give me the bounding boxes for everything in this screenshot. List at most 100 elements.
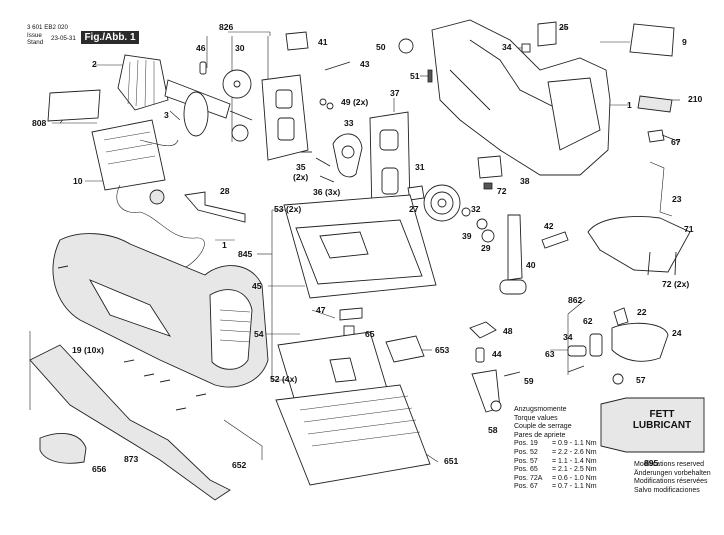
torque-value: = 2.2 - 2.6 Nm <box>552 448 597 456</box>
callout-656: 656 <box>92 464 107 474</box>
mod-line-en: Modifications reserved <box>634 461 705 468</box>
callout-36: 36 (3x) <box>313 187 340 197</box>
footplate-part <box>275 384 431 486</box>
callout-40: 40 <box>526 260 536 270</box>
callout-1-mid: 1 <box>222 240 227 250</box>
callout-23: 23 <box>672 194 682 204</box>
callout-labels: 826 46 30 41 25 9 50 34 2 43 51 210 49 (… <box>32 22 703 474</box>
callout-57: 57 <box>636 375 646 385</box>
mod-line-de: Änderungen vorbehalten <box>634 469 711 477</box>
callout-49: 49 (2x) <box>341 97 368 107</box>
torque-pos: Pos. 65 <box>514 466 538 474</box>
grease-tube-icon <box>600 397 705 453</box>
callout-41: 41 <box>318 37 328 47</box>
parts <box>29 19 705 501</box>
stand-label: Stand <box>27 39 44 46</box>
callout-30: 30 <box>235 43 245 53</box>
lubricant-label: FETT LUBRICANT <box>599 395 709 455</box>
screw-set-19 <box>57 265 207 411</box>
torque-value: = 0.7 - 1.1 Nm <box>552 483 597 491</box>
torque-value: = 0.9 - 1.1 Nm <box>552 440 597 448</box>
callout-9: 9 <box>682 37 687 47</box>
callout-653: 653 <box>435 345 450 355</box>
torque-row: Pos. 72A= 0.6 - 1.0 Nm <box>514 475 597 484</box>
armature-part <box>117 54 253 142</box>
callout-895-label: 895 <box>644 458 659 468</box>
callout-51: 51 <box>410 71 420 81</box>
callout-31: 31 <box>415 162 425 172</box>
lubricant-line2: LUBRICANT <box>632 420 692 431</box>
torque-heading-de: Anzugsmomente <box>514 406 567 413</box>
torque-row: Pos. 19 = 0.9 - 1.1 Nm <box>514 440 597 449</box>
callout-19: 19 (10x) <box>72 345 104 355</box>
callout-29: 29 <box>481 243 491 253</box>
callout-27: 27 <box>409 204 419 214</box>
callout-45: 45 <box>252 281 262 291</box>
callout-58: 58 <box>488 425 498 435</box>
callout-48: 48 <box>503 326 513 336</box>
callout-652: 652 <box>232 460 247 470</box>
callout-651: 651 <box>444 456 459 466</box>
callout-59: 59 <box>524 376 534 386</box>
callout-39: 39 <box>462 231 472 241</box>
handle-cover-part <box>29 344 231 501</box>
callout-2: 2 <box>92 59 97 69</box>
callout-25: 25 <box>559 22 569 32</box>
callout-873: 873 <box>124 454 139 464</box>
callout-53: 53 (2x) <box>274 204 301 214</box>
torque-heading-fr: Couple de serrage <box>514 423 572 431</box>
callout-46: 46 <box>196 43 206 53</box>
callout-808: 808 <box>32 118 47 128</box>
torque-row: Pos. 52 = 2.2 - 2.6 Nm <box>514 449 597 458</box>
callout-71: 71 <box>684 224 694 234</box>
dust-guard-part <box>587 216 691 273</box>
torque-pos: Pos. 72A <box>514 474 543 482</box>
modifications-note: Modifications reserved Änderungen vorbeh… <box>634 461 711 495</box>
torque-pos: Pos. 57 <box>514 457 538 465</box>
callout-44: 44 <box>492 349 502 359</box>
plunger-part <box>507 214 523 281</box>
callout-63: 63 <box>545 349 555 359</box>
callout-210: 210 <box>688 94 703 104</box>
callout-34-bottom: 34 <box>563 332 573 342</box>
callout-34-top: 34 <box>502 42 512 52</box>
lubricant-line1: FETT <box>649 409 675 420</box>
callout-52: 52 (4x) <box>270 374 297 384</box>
torque-value: = 2.1 - 2.5 Nm <box>552 466 597 474</box>
callout-50: 50 <box>376 42 386 52</box>
torque-row: Pos. 57 = 1.1 - 1.4 Nm <box>514 458 597 467</box>
callout-65: 65 <box>365 329 375 339</box>
callout-28: 28 <box>220 186 230 196</box>
callout-62: 62 <box>583 316 593 326</box>
callout-37: 37 <box>390 88 400 98</box>
callout-42: 42 <box>544 221 554 231</box>
callout-33: 33 <box>344 118 354 128</box>
torque-row: Pos. 67 = 0.7 - 1.1 Nm <box>514 483 597 492</box>
callout-47: 47 <box>316 305 326 315</box>
torque-row: Pos. 65 = 2.1 - 2.5 Nm <box>514 466 597 475</box>
callout-826: 826 <box>219 22 234 32</box>
torque-pos: Pos. 19 <box>514 440 538 448</box>
callout-3: 3 <box>164 110 169 120</box>
callout-38: 38 <box>520 176 530 186</box>
callout-35: 35 <box>296 162 306 172</box>
callout-862: 862 <box>568 295 583 305</box>
torque-value: = 1.1 - 1.4 Nm <box>552 457 597 465</box>
callout-54: 54 <box>254 329 264 339</box>
figure-tag: Fig./Abb. 1 <box>81 31 139 44</box>
callout-67: 67 <box>671 137 681 147</box>
callout-845: 845 <box>238 249 253 259</box>
issue-date: 23-05-31 <box>51 35 76 42</box>
bracket-part <box>261 74 309 161</box>
callout-43: 43 <box>360 59 370 69</box>
issue-label: Issue <box>27 32 42 39</box>
callout-1-top: 1 <box>627 100 632 110</box>
torque-pos: Pos. 52 <box>514 448 538 456</box>
callout-10: 10 <box>73 176 83 186</box>
torque-heading-en: Torque values <box>514 414 558 422</box>
torque-pos: Pos. 67 <box>514 483 538 491</box>
leader-lines <box>29 27 680 463</box>
callout-72-bottom: 72 (2x) <box>662 279 689 289</box>
mod-line-fr: Modifications réservées <box>634 478 708 486</box>
